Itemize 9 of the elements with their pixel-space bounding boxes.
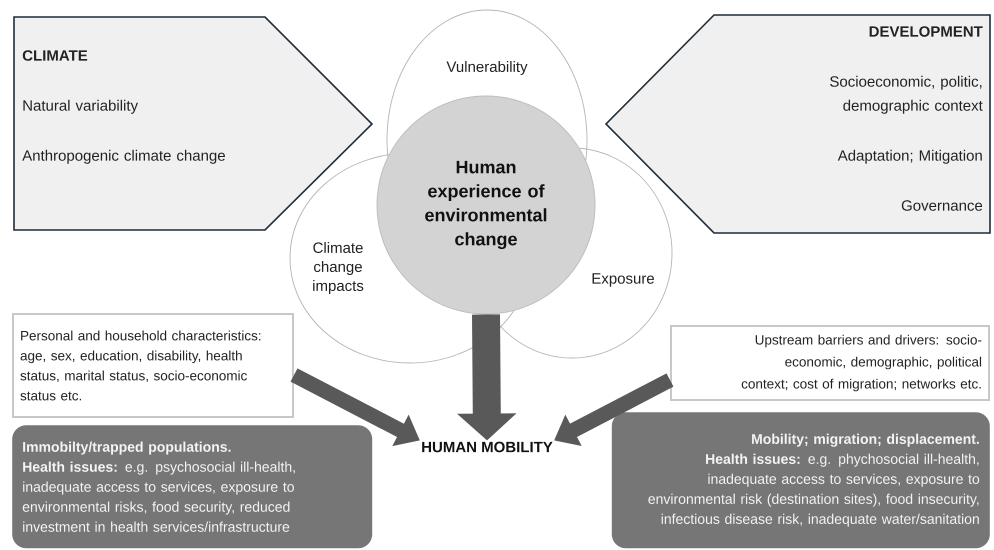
region-label: Climate change impacts (313, 242, 364, 294)
rounded-panel: Mobility; migration; displacement. Health issues: e.g. phychosocial ill-health, inadequate access to services, exposure to environmental risk (destination sites), food insecurity, infectious disease risk, inadequate water/sanitation (612, 412, 990, 548)
text-box: Personal and household characteristics: age, sex, education, disability, health status, marital status, socio-economic status etc. (12, 313, 294, 418)
rounded-panel: Immobilty/trapped populations. Health issues: e.g. psychosocial ill-health, inadequate access to services, exposure to environmental risks, food security, reduced investment in health services/infrastructure (12, 425, 372, 548)
text-box: Upstream barriers and drivers: socio-economic, demographic, political context; cost of migration; networks etc. (670, 325, 990, 401)
region-label: Exposure (592, 273, 654, 287)
heading-label: HUMAN MOBILITY (422, 442, 553, 452)
region-label: Vulnerability (446, 61, 528, 75)
pentagon-arrow-box: CLIMATE Natural variability Anthropogenic climate change (13, 16, 374, 231)
